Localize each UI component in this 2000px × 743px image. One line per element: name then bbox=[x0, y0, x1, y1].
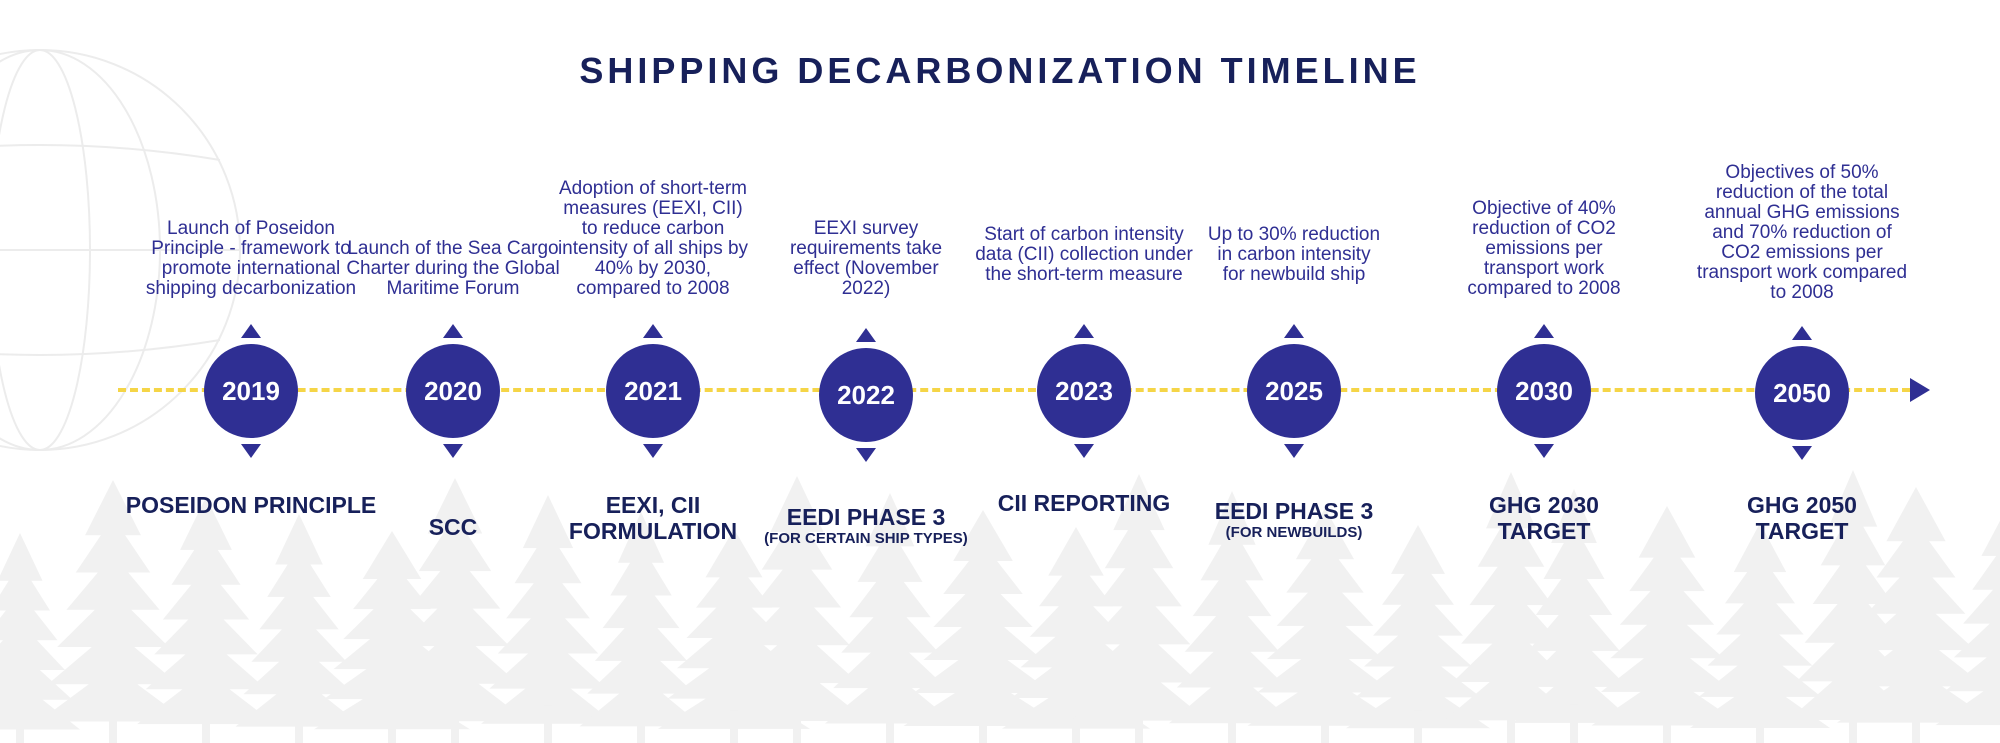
pine-tree-trunk bbox=[16, 711, 24, 743]
pine-tree-icon bbox=[137, 497, 275, 725]
pine-tree-icon bbox=[726, 476, 868, 721]
pine-tree-icon bbox=[903, 510, 1063, 727]
event-description: Objective of 40% reduction of CO2 emissi… bbox=[1467, 198, 1621, 299]
pine-tree-trunk bbox=[1321, 707, 1329, 743]
year-circle: 2023 bbox=[1037, 344, 1131, 438]
globe-watermark-icon bbox=[0, 49, 241, 451]
pine-tree-trunk bbox=[1228, 705, 1236, 743]
pine-tree-trunk bbox=[1663, 707, 1671, 743]
pine-tree-trunk bbox=[451, 703, 459, 743]
event-subtitle: (FOR CERTAIN SHIP TYPES) bbox=[764, 530, 968, 547]
pine-tree-icon bbox=[825, 493, 955, 724]
event-name: EEDI PHASE 3 (FOR CERTAIN SHIP TYPES) bbox=[736, 504, 996, 547]
year-circle: 2021 bbox=[606, 344, 700, 438]
pine-tree-icon bbox=[1247, 508, 1403, 726]
event-description: Adoption of short-term measures (EEXI, C… bbox=[557, 178, 749, 299]
event-description: Launch of Poseidon Principle - framework… bbox=[145, 218, 357, 299]
triangle-down-icon bbox=[643, 444, 663, 458]
pine-tree-trunk bbox=[295, 708, 303, 743]
pine-tree-icon bbox=[38, 480, 188, 722]
pine-tree-trunk bbox=[886, 705, 894, 743]
pine-tree-icon bbox=[1935, 520, 2000, 726]
pine-tree-trunk bbox=[544, 705, 552, 743]
event-name-text: SCC bbox=[428, 514, 478, 540]
pine-tree-icon bbox=[1169, 491, 1295, 724]
event-description: Objectives of 50% reduction of the total… bbox=[1696, 162, 1908, 303]
event-description: Start of carbon intensity data (CII) col… bbox=[975, 224, 1193, 285]
triangle-down-icon bbox=[1074, 444, 1094, 458]
event-name: POSEIDON PRINCIPLE bbox=[121, 492, 381, 518]
year-circle: 2019 bbox=[204, 344, 298, 438]
pine-tree-silhouettes bbox=[0, 470, 2000, 743]
event-name-text: CII REPORTING bbox=[997, 490, 1171, 516]
pine-tree-trunk bbox=[1756, 710, 1764, 743]
pine-tree-icon bbox=[382, 478, 528, 722]
pine-tree-trunk bbox=[637, 708, 645, 743]
event-name-text: GHG 2050 TARGET bbox=[1747, 492, 1857, 544]
event-name: CII REPORTING bbox=[984, 490, 1184, 516]
pine-tree-trunk bbox=[388, 711, 396, 743]
event-name-text: EEDI PHASE 3 bbox=[1214, 498, 1374, 524]
event-name: SCC bbox=[323, 514, 583, 540]
event-name-text: POSEIDON PRINCIPLE bbox=[125, 492, 377, 518]
year-circle: 2030 bbox=[1497, 344, 1591, 438]
triangle-down-icon bbox=[1284, 444, 1304, 458]
pine-tree-trunk bbox=[730, 710, 738, 743]
event-name: GHG 2030 TARGET bbox=[1444, 492, 1644, 544]
timeline-axis bbox=[118, 388, 1910, 392]
pine-tree-icon bbox=[1070, 474, 1208, 721]
event-name: EEXI, CII FORMULATION bbox=[553, 492, 753, 544]
pine-tree-trunk bbox=[1072, 710, 1080, 743]
pine-tree-icon bbox=[481, 495, 615, 724]
pine-tree-trunk bbox=[979, 708, 987, 743]
pine-tree-icon bbox=[1444, 472, 1578, 721]
triangle-up-icon bbox=[1792, 326, 1812, 340]
timeline-arrow-icon bbox=[1910, 378, 1930, 402]
year-circle: 2022 bbox=[819, 348, 913, 442]
event-name: EEDI PHASE 3 (FOR NEWBUILDS) bbox=[1164, 498, 1424, 541]
pine-tree-trunk bbox=[793, 702, 801, 743]
triangle-down-icon bbox=[1792, 446, 1812, 460]
triangle-up-icon bbox=[1284, 324, 1304, 338]
triangle-down-icon bbox=[241, 444, 261, 458]
pine-tree-icon bbox=[1346, 525, 1490, 729]
year-circle: 2025 bbox=[1247, 344, 1341, 438]
page-title: SHIPPING DECARBONIZATION TIMELINE bbox=[579, 50, 1421, 91]
year-circle: 2020 bbox=[406, 344, 500, 438]
event-subtitle: (FOR NEWBUILDS) bbox=[1225, 524, 1363, 541]
triangle-down-icon bbox=[1534, 444, 1554, 458]
pine-tree-icon bbox=[579, 512, 703, 727]
pine-tree-trunk bbox=[1414, 710, 1422, 743]
pine-tree-trunk bbox=[109, 703, 117, 743]
event-name-text: EEXI, CII FORMULATION bbox=[568, 492, 738, 544]
event-description: Launch of the Sea Cargo Charter during t… bbox=[346, 238, 560, 299]
triangle-up-icon bbox=[856, 328, 876, 342]
pine-tree-icon bbox=[0, 533, 80, 730]
triangle-down-icon bbox=[443, 444, 463, 458]
event-description: Up to 30% reduction in carbon intensity … bbox=[1207, 224, 1381, 285]
event-description: EEXI survey requirements take effect (No… bbox=[789, 218, 943, 299]
triangle-up-icon bbox=[643, 324, 663, 338]
pine-tree-icon bbox=[1690, 523, 1830, 728]
triangle-up-icon bbox=[241, 324, 261, 338]
pine-tree-icon bbox=[1591, 506, 1743, 726]
event-name-text: EEDI PHASE 3 bbox=[786, 504, 946, 530]
triangle-up-icon bbox=[1074, 324, 1094, 338]
triangle-up-icon bbox=[1534, 324, 1554, 338]
event-name-text: GHG 2030 TARGET bbox=[1489, 492, 1599, 544]
pine-tree-trunk bbox=[202, 706, 210, 743]
pine-tree-trunk bbox=[1570, 704, 1578, 743]
triangle-down-icon bbox=[856, 448, 876, 462]
pine-tree-icon bbox=[1837, 487, 1995, 723]
pine-tree-icon bbox=[235, 514, 363, 727]
triangle-up-icon bbox=[443, 324, 463, 338]
year-circle: 2050 bbox=[1755, 346, 1849, 440]
event-name: GHG 2050 TARGET bbox=[1702, 492, 1902, 544]
pine-tree-trunk bbox=[1912, 704, 1920, 743]
pine-tree-trunk bbox=[1507, 702, 1515, 743]
pine-tree-icon bbox=[1513, 489, 1635, 723]
pine-tree-trunk bbox=[1135, 702, 1143, 743]
